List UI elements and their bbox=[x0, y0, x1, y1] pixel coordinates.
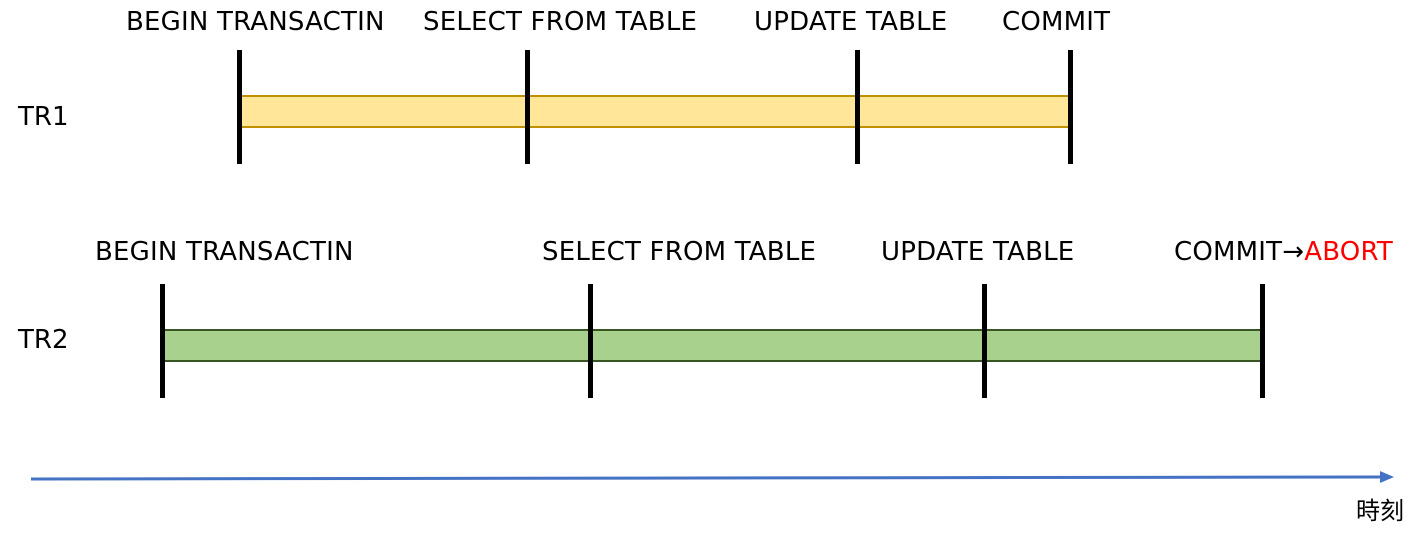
tr1-select-tick bbox=[525, 50, 530, 164]
tr2-event-commit-abort-label: COMMIT→ABORT bbox=[1174, 237, 1393, 267]
tr2-commit-text: COMMIT bbox=[1174, 237, 1283, 267]
tr1-begin-tick bbox=[237, 50, 242, 164]
tr2-abort-text: ABORT bbox=[1304, 237, 1393, 267]
tr1-event-update-label: UPDATE TABLE bbox=[754, 7, 948, 37]
tr2-commit-tick bbox=[1260, 284, 1265, 398]
time-axis-label: 時刻 bbox=[1356, 497, 1404, 525]
tr1-update-tick bbox=[855, 50, 860, 164]
time-axis-arrowhead bbox=[1380, 471, 1394, 483]
tr1-event-begin-label: BEGIN TRANSACTIN bbox=[126, 7, 385, 37]
time-axis-line bbox=[30, 475, 1385, 481]
tr1-row-label: TR1 bbox=[18, 102, 69, 132]
tr2-event-update-label: UPDATE TABLE bbox=[881, 237, 1075, 267]
tr2-begin-tick bbox=[160, 284, 165, 398]
tr2-select-tick bbox=[588, 284, 593, 398]
tr2-event-select-label: SELECT FROM TABLE bbox=[542, 237, 817, 267]
tr1-event-commit-label: COMMIT bbox=[1002, 7, 1111, 37]
tr2-event-begin-label: BEGIN TRANSACTIN bbox=[95, 237, 354, 267]
tr2-row-label: TR2 bbox=[18, 325, 69, 355]
tr2-transaction-bar bbox=[163, 329, 1262, 362]
tr1-event-select-label: SELECT FROM TABLE bbox=[423, 7, 698, 37]
tr2-arrow-text: → bbox=[1282, 237, 1305, 267]
tr1-commit-tick bbox=[1068, 50, 1073, 164]
tr1-transaction-bar bbox=[240, 95, 1071, 128]
tr2-update-tick bbox=[982, 284, 987, 398]
